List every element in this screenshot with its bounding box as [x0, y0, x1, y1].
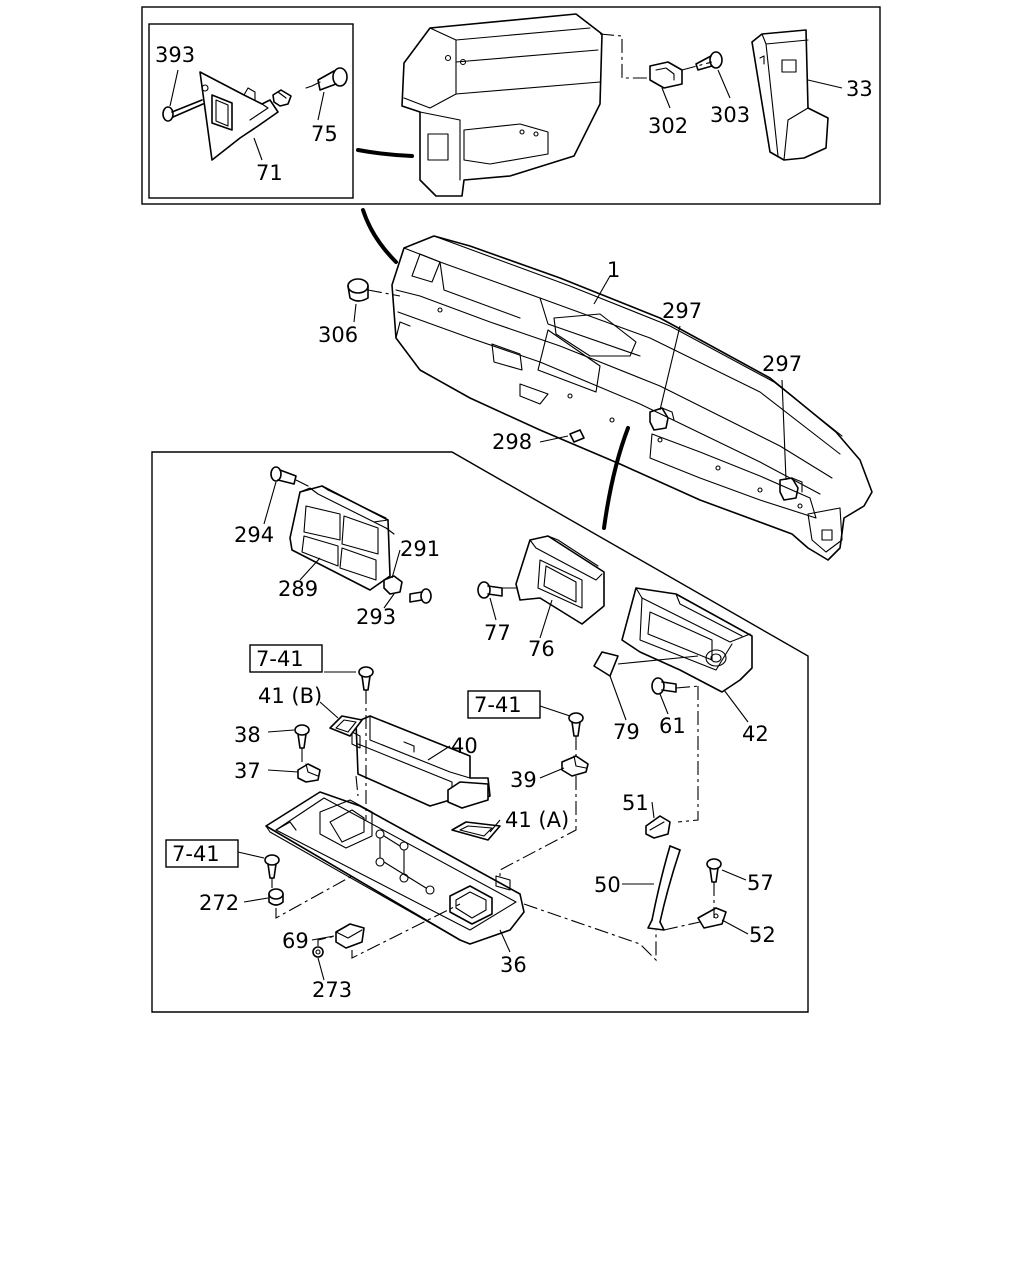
label-294: 294 — [234, 523, 274, 547]
label-51: 51 — [622, 791, 649, 815]
bumper-272 — [268, 888, 284, 906]
label-297b: 297 — [762, 352, 802, 376]
dash-294 — [295, 479, 313, 489]
part-labels: 393 75 71 302 303 33 1 306 297 297 298 2… — [155, 43, 873, 1002]
callout-arrow-top — [361, 208, 398, 264]
ref-label-1: 7-41 — [256, 647, 304, 671]
ref-label-2: 7-41 — [474, 693, 522, 717]
pad-298 — [569, 429, 585, 443]
label-37: 37 — [234, 759, 261, 783]
label-40: 40 — [451, 734, 478, 758]
label-1: 1 — [607, 258, 620, 282]
lid-40 — [351, 715, 491, 809]
label-38: 38 — [234, 723, 261, 747]
label-297a: 297 — [662, 299, 702, 323]
label-41a: 41 (A) — [505, 808, 569, 832]
damper-51 — [645, 815, 671, 839]
label-291: 291 — [400, 537, 440, 561]
bracket-52 — [697, 907, 727, 929]
label-303: 303 — [710, 103, 750, 127]
label-272: 272 — [199, 891, 239, 915]
label-79: 79 — [613, 720, 640, 744]
upper-dash-section — [401, 13, 650, 197]
stay-50 — [647, 845, 681, 931]
label-298: 298 — [492, 430, 532, 454]
vent-289 — [289, 485, 395, 591]
dash-306 — [367, 289, 401, 297]
line-79-42 — [617, 655, 699, 665]
label-293: 293 — [356, 605, 396, 629]
label-33: 33 — [846, 77, 873, 101]
screw-293 — [409, 588, 432, 604]
ref-box-3[interactable]: 7-41 — [165, 839, 239, 868]
callout-arrow-71 — [356, 148, 414, 158]
label-306: 306 — [318, 323, 358, 347]
label-42: 42 — [742, 722, 769, 746]
label-71: 71 — [256, 161, 283, 185]
label-52: 52 — [749, 923, 776, 947]
dash-61 — [675, 685, 701, 689]
ref-box-2[interactable]: 7-41 — [467, 690, 541, 719]
screw-77 — [477, 581, 517, 599]
pad-41a — [451, 821, 501, 841]
bracket-39 — [561, 755, 589, 777]
ref-label-3: 7-41 — [172, 842, 220, 866]
screw-393 — [162, 99, 204, 122]
bracket-37 — [297, 763, 321, 783]
housing-42 — [621, 587, 753, 693]
label-36: 36 — [500, 953, 527, 977]
clip-302 — [649, 61, 683, 89]
cover-33 — [751, 29, 829, 161]
lower-detail-frame — [151, 451, 809, 1013]
label-61: 61 — [659, 714, 686, 738]
screw-303 — [695, 51, 723, 71]
label-41b: 41 (B) — [258, 684, 322, 708]
label-77: 77 — [484, 621, 511, 645]
nut-273 — [312, 946, 324, 958]
callout-arrow-lower — [602, 426, 630, 530]
label-302: 302 — [648, 114, 688, 138]
screw-294 — [270, 466, 297, 485]
screw-75 — [305, 67, 348, 91]
top-detail-frame — [141, 6, 881, 205]
dashboard-1 — [391, 235, 873, 561]
glovebox-36 — [265, 791, 525, 945]
screw-61 — [651, 677, 677, 695]
screw-57 — [706, 858, 722, 883]
clip-297a — [649, 407, 675, 431]
dash-302-303 — [681, 61, 713, 71]
leader-lines — [169, 69, 843, 981]
bracket-71 — [199, 71, 279, 161]
clip-75-area — [272, 89, 292, 107]
clip-291 — [383, 575, 403, 595]
striker-69 — [335, 923, 365, 949]
label-393: 393 — [155, 43, 195, 67]
label-273: 273 — [312, 978, 352, 1002]
grommet-306 — [347, 278, 369, 302]
screw-7-41-b — [568, 712, 584, 737]
ref-box-1[interactable]: 7-41 — [249, 644, 323, 673]
assembly-lines — [271, 686, 715, 962]
label-69: 69 — [282, 929, 309, 953]
pad-41b — [329, 715, 363, 737]
label-50: 50 — [594, 873, 621, 897]
screw-38 — [294, 724, 310, 749]
label-289: 289 — [278, 577, 318, 601]
label-39: 39 — [510, 768, 537, 792]
clip-297b — [779, 477, 803, 501]
pad-79 — [593, 651, 619, 677]
label-75: 75 — [311, 122, 338, 146]
panel-76 — [515, 535, 605, 625]
label-57: 57 — [747, 871, 774, 895]
screw-7-41-c — [264, 854, 280, 879]
label-76: 76 — [528, 637, 555, 661]
screw-7-41-a — [358, 666, 374, 691]
